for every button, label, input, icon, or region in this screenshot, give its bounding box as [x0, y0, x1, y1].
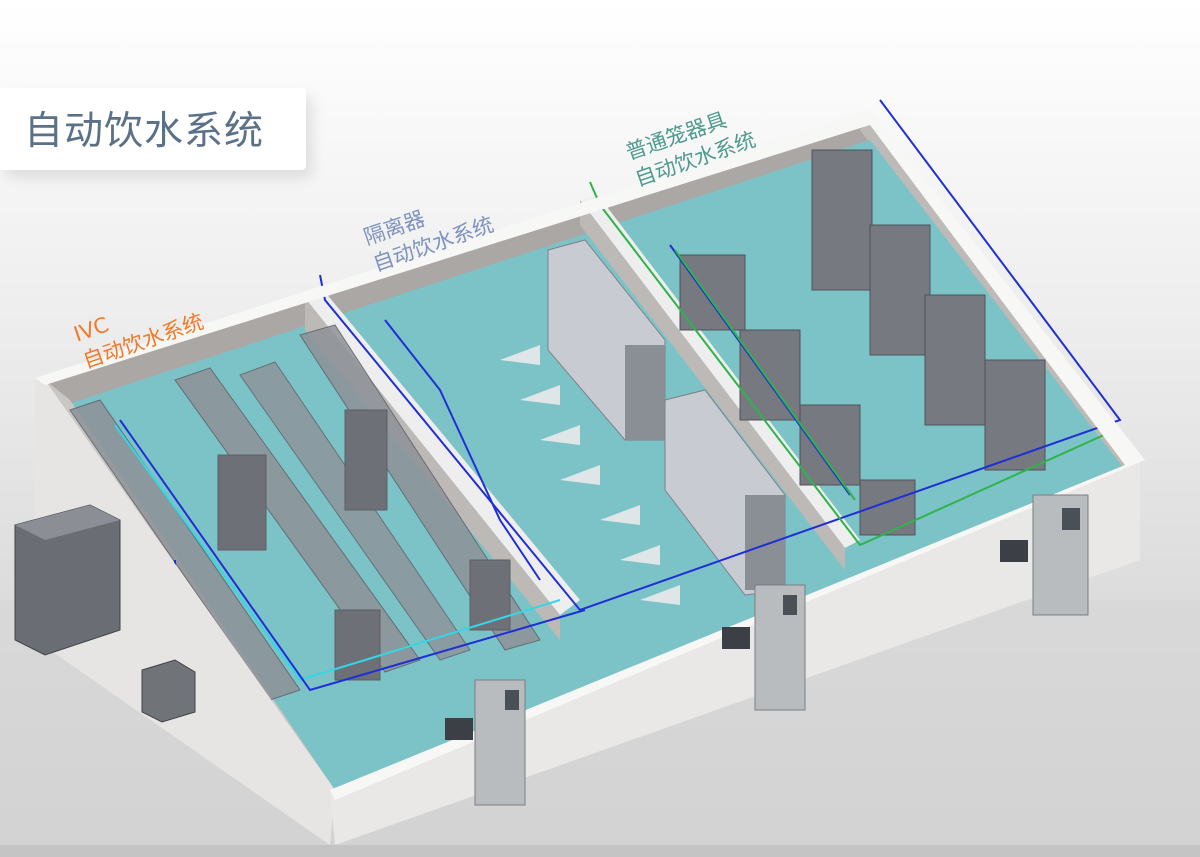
floor [50, 140, 1125, 790]
control-boxes [445, 540, 1028, 740]
water-tank [141, 659, 196, 723]
title-card: 自动饮水系统 [0, 88, 306, 170]
front-left-wall [35, 380, 335, 845]
door-window [783, 595, 797, 615]
ivc-racks [69, 324, 541, 701]
divider-wall-2-face [580, 200, 845, 570]
doors[interactable] [474, 494, 1089, 806]
isolator-door [625, 345, 665, 440]
isolators [500, 239, 786, 605]
door-window [505, 690, 519, 710]
door-isolator[interactable] [754, 584, 806, 711]
front-right-wall [330, 460, 1140, 845]
divider-wall-2 [580, 195, 860, 548]
water-treatment-unit [14, 504, 121, 656]
page-title: 自动饮水系统 [24, 109, 265, 154]
cage-racks [679, 149, 1046, 536]
isolator-door [745, 495, 785, 590]
divider-wall-1 [305, 292, 580, 615]
bottom-strip [0, 845, 1200, 857]
door-window [1062, 508, 1080, 530]
